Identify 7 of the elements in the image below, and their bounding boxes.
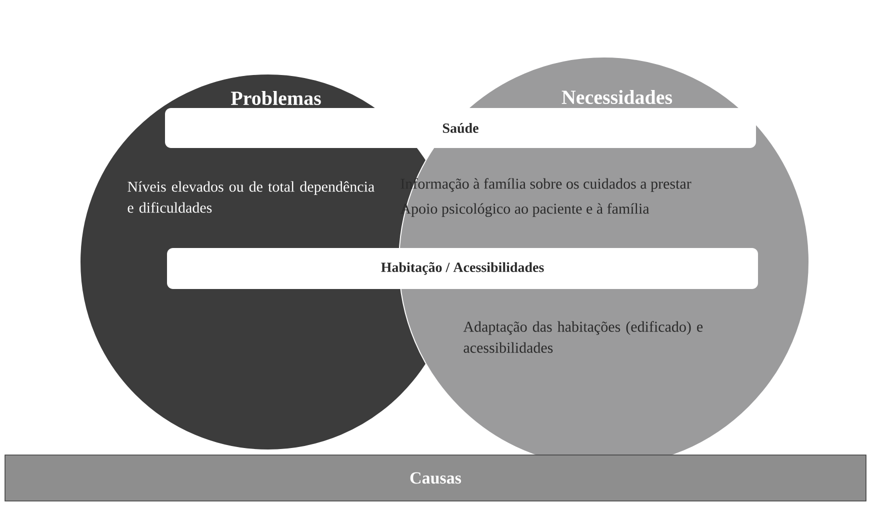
rounded-bar: Saúde — [165, 108, 756, 148]
heading-bar: Causas — [4, 454, 866, 502]
rounded-bar: Habitação / Acessibilidades — [167, 248, 758, 289]
circle-text: Adaptação das habitações (edificado) e acessibilidades — [463, 321, 703, 353]
circle-text: Níveis elevados ou de total dependência e dificuldades — [128, 181, 374, 213]
circle-heading: Necessidades — [562, 90, 672, 104]
circle-heading: Problemas — [230, 90, 321, 106]
